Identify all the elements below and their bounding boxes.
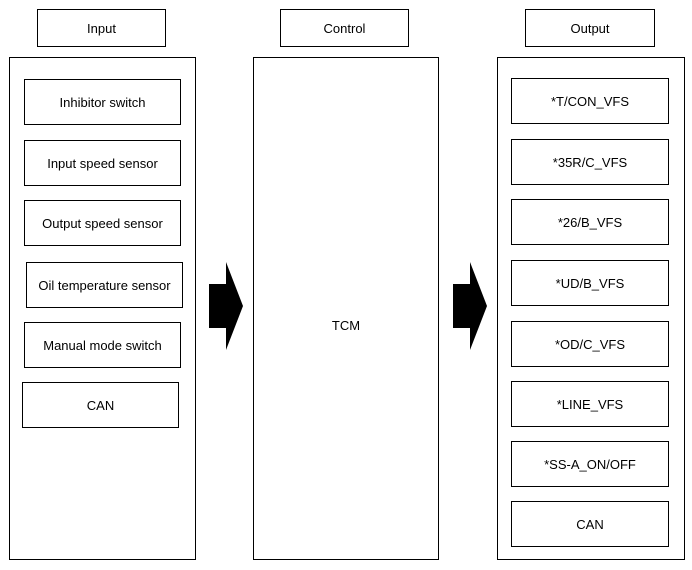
input-item-output-speed-sensor: Output speed sensor: [24, 200, 181, 246]
output-item-tcon-vfs: *T/CON_VFS: [511, 78, 669, 124]
flow-arrow-input-to-control: [209, 262, 243, 350]
output-item-udb-vfs: *UD/B_VFS: [511, 260, 669, 306]
control-label-tcm: TCM: [331, 318, 361, 333]
output-item-line-vfs: *LINE_VFS: [511, 381, 669, 427]
input-item-input-speed-sensor: Input speed sensor: [24, 140, 181, 186]
input-item-can: CAN: [22, 382, 179, 428]
flow-arrow-control-to-output: [453, 262, 487, 350]
control-header: Control: [280, 9, 409, 47]
arrow-right-shape: [453, 262, 487, 350]
input-item-oil-temperature-sensor: Oil temperature sensor: [26, 262, 183, 308]
input-header: Input: [37, 9, 166, 47]
output-item-can: CAN: [511, 501, 669, 547]
input-item-inhibitor-switch: Inhibitor switch: [24, 79, 181, 125]
output-item-26b-vfs: *26/B_VFS: [511, 199, 669, 245]
output-item-odc-vfs: *OD/C_VFS: [511, 321, 669, 367]
input-item-manual-mode-switch: Manual mode switch: [24, 322, 181, 368]
control-panel: [253, 57, 439, 560]
output-item-ss-a-onoff: *SS-A_ON/OFF: [511, 441, 669, 487]
arrow-right-shape: [209, 262, 243, 350]
input-panel: [9, 57, 196, 560]
output-item-35rc-vfs: *35R/C_VFS: [511, 139, 669, 185]
output-header: Output: [525, 9, 655, 47]
